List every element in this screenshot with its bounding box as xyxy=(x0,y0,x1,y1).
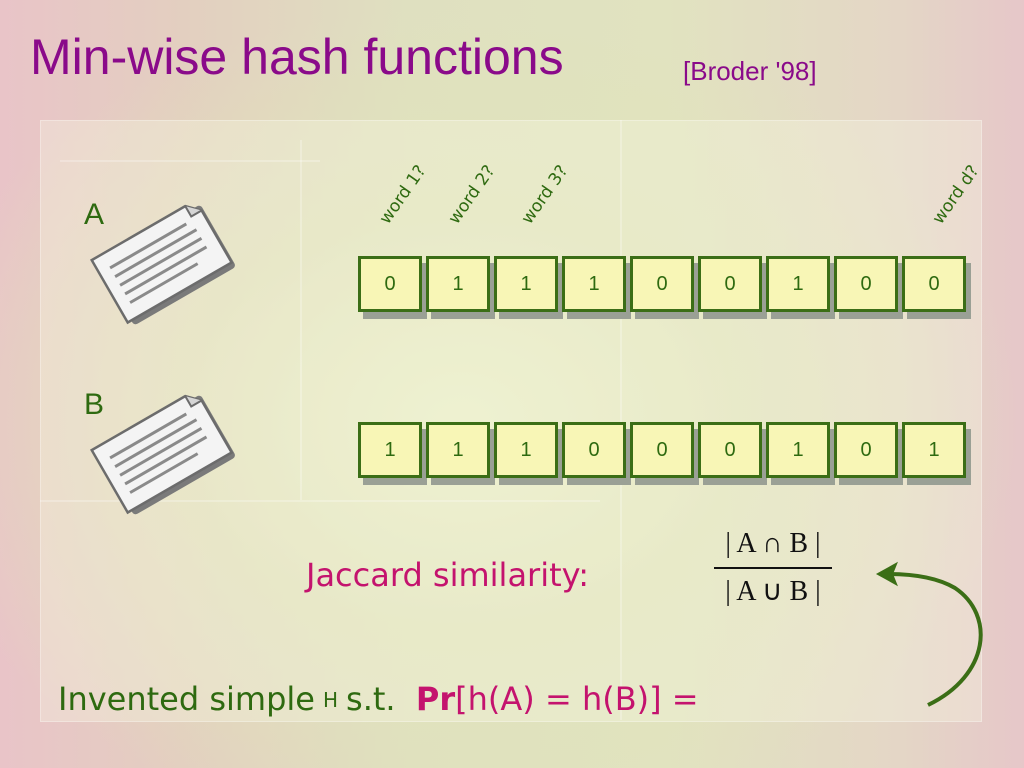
bit-cell-a: 1 xyxy=(426,256,490,312)
bit-cell-b: 1 xyxy=(766,422,830,478)
bit-cell-b: 0 xyxy=(562,422,626,478)
set-b-label: B xyxy=(84,388,105,421)
bit-cell-b: 1 xyxy=(902,422,966,478)
background-decoration xyxy=(300,140,302,500)
document-icon xyxy=(90,394,235,515)
bit-vector-a: 0 1 1 1 0 0 1 0 0 xyxy=(358,256,966,312)
statement-prefix: Invented simple xyxy=(58,680,315,718)
bit-cell-b: 0 xyxy=(834,422,898,478)
probability-expression: [h(A) = h(B)] = xyxy=(455,680,699,718)
jaccard-label: Jaccard similarity: xyxy=(306,556,590,594)
bit-cell-a: 0 xyxy=(698,256,762,312)
curved-arrow-icon xyxy=(875,561,983,707)
hash-family-symbol: H xyxy=(322,688,339,712)
bit-cell-a: 0 xyxy=(358,256,422,312)
slide-title: Min-wise hash functions xyxy=(30,29,564,85)
background-decoration xyxy=(40,500,600,502)
bit-cell-a: 0 xyxy=(630,256,694,312)
jaccard-fraction: | A ∩ B | | A ∪ B | xyxy=(712,527,834,609)
fraction-bar xyxy=(714,567,832,569)
bit-vector-b: 1 1 1 0 0 0 1 0 1 xyxy=(358,422,966,478)
bit-cell-b: 0 xyxy=(630,422,694,478)
bit-cell-b: 1 xyxy=(358,422,422,478)
set-a-label: A xyxy=(84,198,105,231)
bit-cell-a: 0 xyxy=(834,256,898,312)
bit-cell-a: 1 xyxy=(766,256,830,312)
bit-cell-a: 0 xyxy=(902,256,966,312)
background-decoration xyxy=(620,120,622,720)
bit-cell-b: 1 xyxy=(494,422,558,478)
fraction-numerator: | A ∩ B | xyxy=(725,528,821,559)
bit-cell-b: 0 xyxy=(698,422,762,478)
statement-st: s.t. xyxy=(346,680,396,718)
bit-cell-b: 1 xyxy=(426,422,490,478)
bit-cell-a: 1 xyxy=(494,256,558,312)
background-decoration xyxy=(60,160,320,162)
document-icon xyxy=(90,204,235,325)
bit-cell-a: 1 xyxy=(562,256,626,312)
fraction-denominator: | A ∪ B | xyxy=(725,576,821,607)
citation: [Broder '98] xyxy=(683,56,817,86)
probability-symbol: Pr xyxy=(415,680,456,718)
